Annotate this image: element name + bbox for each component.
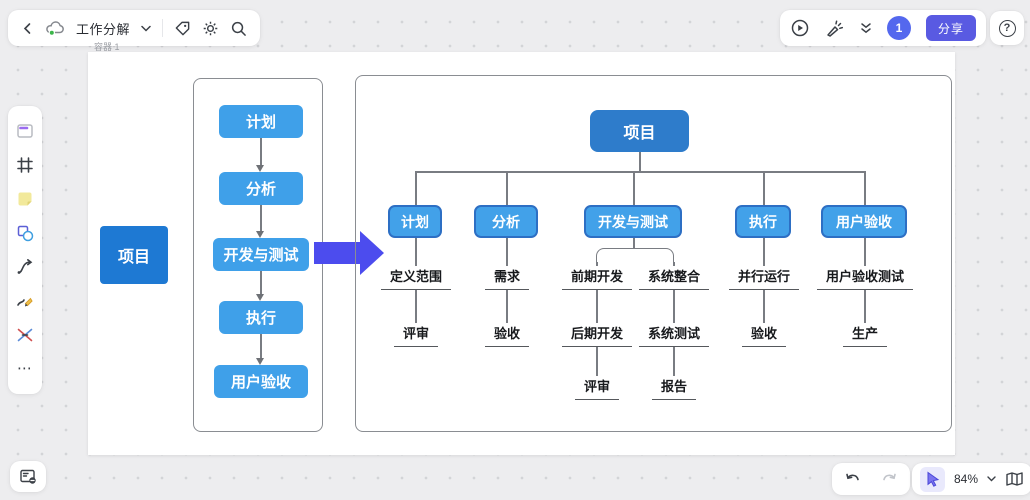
help-icon: ? (998, 19, 1016, 37)
flow-arrowhead (256, 231, 264, 238)
flow-project-node[interactable]: 项目 (100, 226, 168, 284)
collapse-double-chevron-icon[interactable] (860, 22, 872, 35)
flow-step-dev-test[interactable]: 开发与测试 (213, 238, 309, 271)
tag-icon[interactable] (174, 20, 191, 37)
tools-sidebar: ⋯ (8, 106, 42, 394)
flow-connector (260, 334, 262, 359)
wbs-task[interactable]: 前期开发 (561, 266, 633, 290)
toolbar-divider (162, 19, 164, 37)
shapes-icon[interactable] (14, 222, 36, 244)
wbs-split-bracket (596, 248, 674, 262)
cursor-tool-button[interactable] (920, 466, 945, 492)
wbs-container[interactable] (355, 75, 952, 432)
wbs-task[interactable]: 系统测试 (638, 323, 710, 347)
wbs-connector (506, 238, 508, 344)
flow-step-acceptance[interactable]: 用户验收 (214, 365, 308, 398)
share-button[interactable]: 分享 (925, 15, 976, 41)
pages-panel-button[interactable] (10, 461, 46, 492)
wbs-connector (864, 238, 866, 344)
flow-arrowhead (256, 294, 264, 301)
help-button[interactable]: ? (990, 11, 1024, 45)
container-label[interactable]: 容器 1 (94, 42, 120, 52)
wbs-node-plan[interactable]: 计划 (388, 205, 442, 238)
present-play-icon[interactable] (790, 18, 810, 38)
zoom-level[interactable]: 84% (954, 472, 979, 486)
sticky-note-icon[interactable] (14, 188, 36, 210)
wbs-task[interactable]: 评审 (393, 323, 439, 347)
wbs-connector (633, 171, 635, 205)
wbs-node-dev-test[interactable]: 开发与测试 (584, 205, 682, 238)
more-tools-icon[interactable]: ⋯ (17, 360, 33, 377)
pen-icon[interactable] (14, 290, 36, 312)
wbs-connector (763, 238, 765, 344)
whiteboard-canvas[interactable]: 容器 1 项目 计划 分析 开发与测试 执行 用户验收 项目 计划 分析 开发与… (88, 42, 955, 455)
wbs-node-acceptance[interactable]: 用户验收 (821, 205, 907, 238)
wbs-task[interactable]: 验收 (484, 323, 530, 347)
pages-panel-icon (19, 468, 38, 485)
wbs-task[interactable]: 定义范围 (380, 266, 452, 290)
wbs-root-node[interactable]: 项目 (590, 110, 689, 152)
big-right-arrow[interactable] (314, 231, 384, 280)
history-toolbar (832, 463, 910, 495)
view-toolbar: 84% (912, 463, 1030, 495)
flow-connector (260, 205, 262, 232)
wbs-connector (763, 171, 765, 205)
wbs-task[interactable]: 需求 (484, 266, 530, 290)
flow-step-analysis[interactable]: 分析 (219, 172, 303, 205)
wbs-task[interactable]: 用户验收测试 (816, 266, 914, 290)
collaborator-avatar[interactable]: 1 (886, 16, 911, 40)
wbs-connector (415, 238, 417, 344)
cloud-sync-icon (45, 20, 65, 37)
wbs-connector (639, 152, 641, 171)
templates-icon[interactable] (14, 120, 36, 142)
wbs-task[interactable]: 系统整合 (638, 266, 710, 290)
chevron-down-icon[interactable] (141, 25, 151, 32)
wbs-connector (633, 238, 635, 248)
settings-gear-icon[interactable] (202, 20, 219, 37)
chevron-down-icon[interactable] (987, 476, 996, 482)
laser-pointer-icon[interactable] (825, 18, 845, 38)
back-icon[interactable] (21, 22, 34, 35)
flow-connector (260, 138, 262, 166)
wbs-task[interactable]: 评审 (574, 376, 620, 400)
document-toolbar: 工作分解 (8, 10, 261, 46)
wbs-connector (415, 171, 865, 173)
frame-icon[interactable] (14, 154, 36, 176)
wbs-node-execution[interactable]: 执行 (735, 205, 791, 238)
collaboration-toolbar: 1 分享 (779, 10, 986, 46)
flow-arrowhead (256, 358, 264, 365)
wbs-task[interactable]: 并行运行 (728, 266, 800, 290)
wbs-task[interactable]: 后期开发 (561, 323, 633, 347)
redo-icon[interactable] (880, 471, 898, 487)
wbs-connector (506, 171, 508, 205)
wbs-node-analysis[interactable]: 分析 (474, 205, 538, 238)
wbs-task[interactable]: 生产 (842, 323, 888, 347)
flow-arrowhead (256, 165, 264, 172)
flow-step-execution[interactable]: 执行 (219, 301, 303, 334)
search-icon[interactable] (230, 20, 247, 37)
document-title[interactable]: 工作分解 (76, 21, 131, 37)
flow-step-plan[interactable]: 计划 (219, 105, 303, 138)
wbs-connector (864, 171, 866, 205)
mindmap-icon[interactable] (14, 324, 36, 346)
flow-connector (260, 271, 262, 295)
connector-icon[interactable] (14, 256, 36, 278)
minimap-icon[interactable] (1005, 471, 1024, 487)
wbs-connector (415, 171, 417, 205)
wbs-task[interactable]: 验收 (741, 323, 787, 347)
wbs-task[interactable]: 报告 (651, 376, 697, 400)
undo-icon[interactable] (844, 471, 862, 487)
